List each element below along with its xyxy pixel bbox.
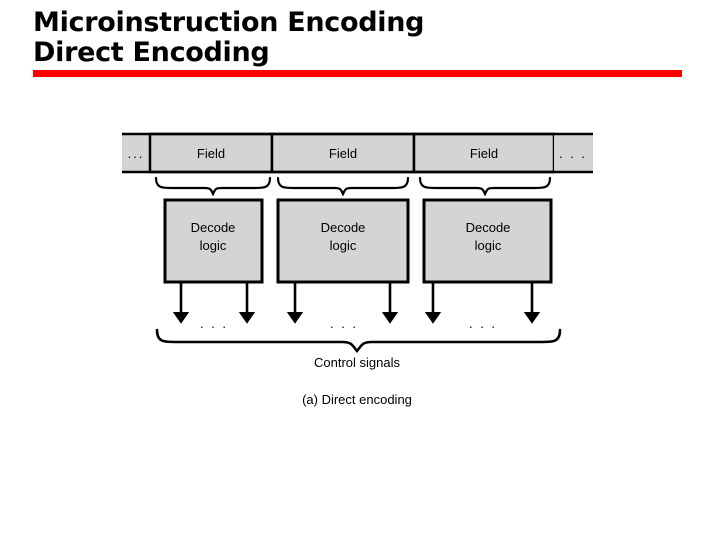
signal-ellipsis-1: . . . xyxy=(200,316,228,331)
field-brace-3 xyxy=(418,176,552,197)
decode-logic-box-3-line2: logic xyxy=(475,238,502,253)
title-line-2: Direct Encoding xyxy=(33,37,270,68)
signal-ellipsis-3: . . . xyxy=(469,316,497,331)
bar-field-2-label: Field xyxy=(329,146,357,161)
decode-logic-row: Decode logic Decode logic Decode logic xyxy=(163,198,553,284)
bar-cell-left-ellipsis xyxy=(122,134,150,172)
decode-logic-box-3 xyxy=(422,198,553,284)
page-title: Microinstruction Encoding Direct Encodin… xyxy=(33,8,683,68)
decode-logic-box-1-line2: logic xyxy=(200,238,227,253)
control-signal-arrows xyxy=(172,282,541,324)
control-signals-brace xyxy=(155,328,562,354)
field-brace-2 xyxy=(276,176,410,197)
control-signals-label: Control signals xyxy=(314,355,400,370)
decode-logic-box-1-line1: Decode xyxy=(191,220,236,235)
bar-cell-right-ellipsis xyxy=(554,134,593,172)
decode-logic-box-1 xyxy=(163,198,264,284)
title-underline-rule xyxy=(33,70,682,77)
figure-caption: (a) Direct encoding xyxy=(302,392,412,407)
title-line-1: Microinstruction Encoding xyxy=(33,7,425,38)
bar-left-ellipsis-label: ... xyxy=(128,146,145,161)
bar-field-1-label: Field xyxy=(197,146,225,161)
bar-field-3-label: Field xyxy=(470,146,498,161)
decode-logic-box-3-line1: Decode xyxy=(466,220,511,235)
decode-logic-box-2-line2: logic xyxy=(330,238,357,253)
bar-right-ellipsis-label: . . . xyxy=(559,146,587,161)
signal-ellipsis-2: . . . xyxy=(330,316,358,331)
field-brace-1 xyxy=(154,176,272,197)
decode-logic-box-2 xyxy=(276,198,410,284)
instruction-field-bar: ... Field Field Field . . . xyxy=(122,132,593,174)
decode-logic-box-2-line1: Decode xyxy=(321,220,366,235)
